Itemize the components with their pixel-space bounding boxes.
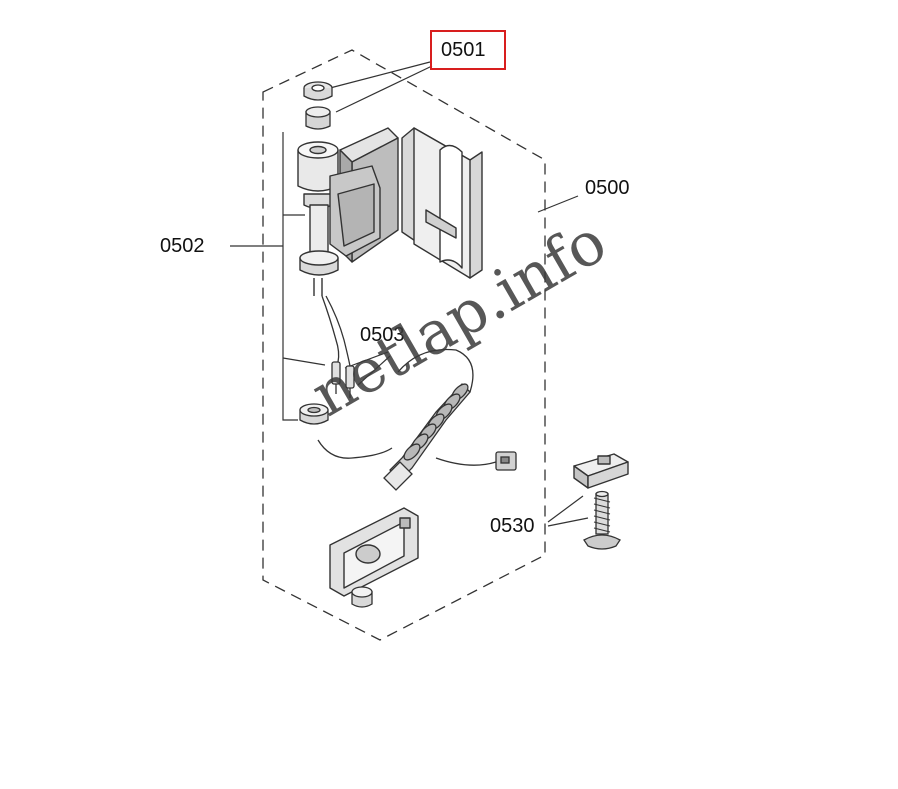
- part-label-0500[interactable]: 0500: [585, 177, 630, 199]
- leader-lines: [230, 61, 589, 527]
- part-0501-nut: [305, 106, 331, 130]
- part-label-0501[interactable]: 0501: [441, 39, 486, 61]
- part-label-0503[interactable]: 0503: [360, 324, 405, 346]
- part-0530-screw: [583, 490, 621, 550]
- part-bracket-plate: [329, 507, 419, 597]
- part-0502-pump: [297, 141, 381, 296]
- part-0503-wires: [321, 295, 355, 398]
- part-0500-housing: [339, 127, 483, 279]
- part-0530-block: [573, 453, 629, 489]
- part-label-0530[interactable]: 0530: [490, 515, 535, 537]
- part-label-0502[interactable]: 0502: [160, 235, 205, 257]
- highlight-box-0501: [430, 30, 506, 70]
- part-0501-cap: [303, 81, 333, 101]
- part-nut: [299, 403, 329, 425]
- part-cup: [351, 586, 373, 608]
- assembly-outline: [262, 49, 546, 641]
- part-hose: [317, 348, 517, 491]
